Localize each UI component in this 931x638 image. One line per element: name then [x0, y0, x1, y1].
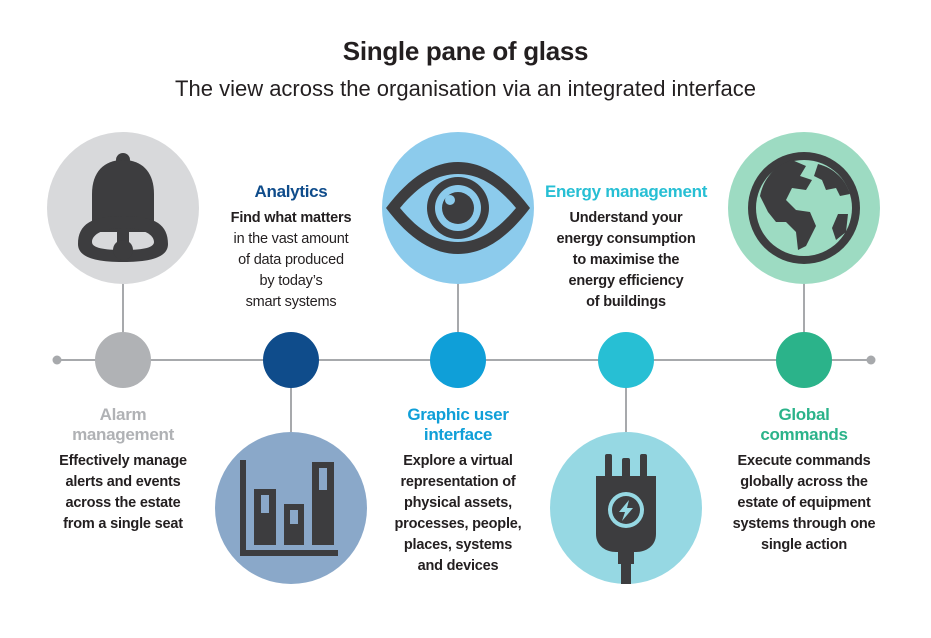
gui-icon-circle: [382, 132, 534, 284]
analytics-heading: Analytics: [196, 182, 386, 202]
gui-heading-line: Graphic user: [407, 405, 509, 424]
analytics-text-line: by today’s: [259, 273, 323, 289]
global-text-line: estate of equipment: [737, 495, 871, 511]
energy-icon-circle: [550, 432, 702, 584]
timeline-start-dot: [52, 355, 62, 365]
node-global: [776, 332, 832, 388]
page-title: Single pane of glass: [342, 36, 589, 66]
alarm-text: Effectively manage alerts and events acr…: [33, 451, 213, 535]
energy-text-line: energy efficiency: [568, 273, 684, 289]
global-text-line: systems through one: [732, 516, 876, 532]
analytics-icon-circle: [215, 432, 367, 584]
eye-icon: [386, 162, 530, 254]
gui-text-line: representation of: [400, 474, 516, 490]
energy-text-line: to maximise the: [572, 252, 680, 268]
alarm-heading-line: management: [72, 425, 174, 444]
alarm-heading-line: Alarm: [99, 405, 147, 424]
alarm-heading: Alarm management: [33, 405, 213, 445]
alarm-text-line: alerts and events: [65, 474, 181, 490]
node-alarm: [95, 332, 151, 388]
gui-text-line: Explore a virtual: [403, 453, 513, 469]
global-text-line: single action: [760, 537, 848, 553]
gui-text: Explore a virtual representation of phys…: [363, 451, 553, 577]
global-icon-circle: [728, 132, 880, 284]
gui-text-line: physical assets,: [403, 495, 513, 511]
global-text-line: globally across the: [740, 474, 868, 490]
analytics-text-line: in the vast amount: [233, 231, 349, 247]
page-subtitle: The view across the organisation via an …: [175, 76, 756, 101]
globe-icon: [748, 152, 860, 264]
global-text: Execute commands globally across the est…: [704, 451, 904, 556]
alarm-block: Alarm management Effectively manage aler…: [33, 405, 213, 535]
global-heading-line: Global: [778, 405, 830, 424]
global-heading: Global commands: [704, 405, 904, 445]
energy-text-line: of buildings: [586, 294, 666, 310]
analytics-lead: Find what matters: [230, 210, 352, 226]
analytics-block: Analytics Find what matters in the vast …: [196, 182, 386, 313]
gui-block: Graphic user interface Explore a virtual…: [363, 405, 553, 577]
energy-text-line: energy consumption: [556, 231, 696, 247]
analytics-text-line: smart systems: [245, 294, 337, 310]
global-heading-line: commands: [760, 425, 848, 444]
energy-block: Energy management Understand your energy…: [526, 182, 726, 313]
gui-text-line: and devices: [417, 558, 499, 574]
energy-heading: Energy management: [526, 182, 726, 202]
gui-heading-line: interface: [423, 425, 493, 444]
gui-heading: Graphic user interface: [363, 405, 553, 445]
plug-icon: [596, 454, 656, 584]
gui-text-line: places, systems: [403, 537, 513, 553]
energy-heading-line: Energy management: [544, 182, 708, 201]
gui-text-line: processes, people,: [394, 516, 522, 532]
alarm-text-line: across the estate: [65, 495, 181, 511]
analytics-heading-line: Analytics: [254, 182, 328, 201]
global-block: Global commands Execute commands globall…: [704, 405, 904, 556]
timeline-end-dot: [866, 355, 876, 365]
alarm-icon-circle: [47, 132, 199, 284]
node-analytics: [263, 332, 319, 388]
energy-text-line: Understand your: [569, 210, 683, 226]
global-text-line: Execute commands: [737, 453, 871, 469]
node-gui: [430, 332, 486, 388]
alarm-text-line: Effectively manage: [59, 453, 187, 469]
energy-text: Understand your energy consumption to ma…: [526, 208, 726, 313]
analytics-text: Find what matters in the vast amount of …: [196, 208, 386, 313]
bell-icon: [78, 153, 168, 262]
alarm-text-line: from a single seat: [63, 516, 183, 532]
node-energy: [598, 332, 654, 388]
analytics-text-line: of data produced: [238, 252, 344, 268]
bar-chart-icon: [240, 460, 338, 556]
